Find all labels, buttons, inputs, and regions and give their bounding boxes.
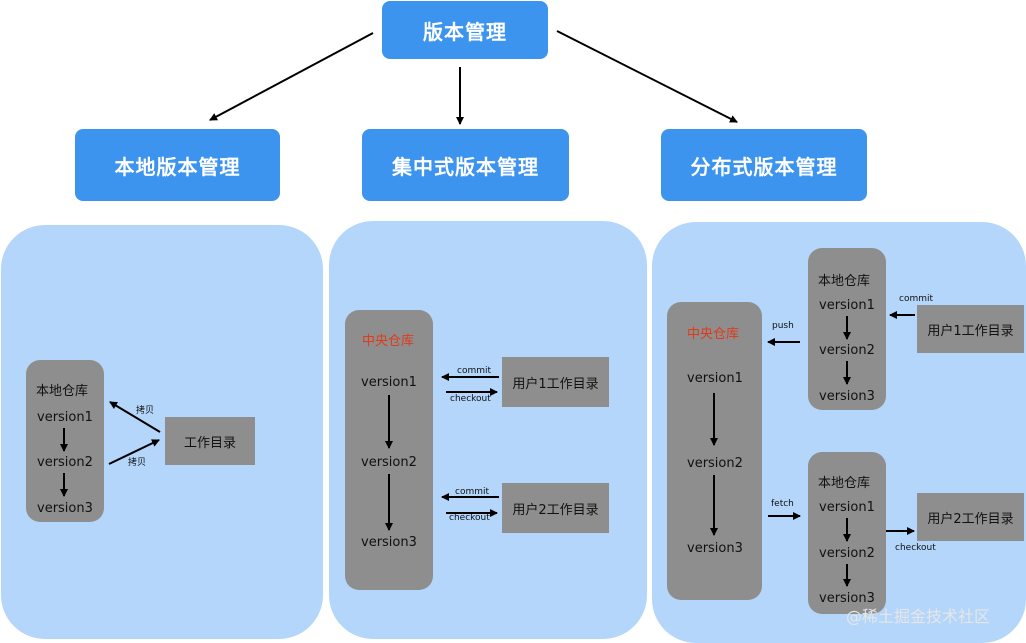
dist-central-version-3: version3 [687,541,743,556]
central-version-1: version1 [361,375,417,390]
dist-local-repo-2-title: 本地仓库 [818,476,871,491]
version-control-label: 版本管理 [423,19,507,44]
version-control-node: 版本管理 [382,1,548,59]
local-version-1: version1 [37,410,93,425]
arrow-top-to-local [209,32,374,121]
central-vcs-label: 集中式版本管理 [392,154,539,179]
dist-local1-version-1: version1 [819,298,875,313]
local-repo-title: 本地仓库 [36,384,89,399]
central-user1-box: 用户1工作目录 [502,357,609,407]
copy-label-bottom: 拷贝 [128,458,147,468]
dist-local1-version-3: version3 [819,389,875,404]
central-repo-box [345,310,433,590]
local-workdir-box: 工作目录 [165,417,255,465]
dist-user2-box: 用户2工作目录 [917,493,1024,541]
arrow-copy-to-repo [109,401,161,433]
local-vcs-node: 本地版本管理 [75,129,280,201]
local-workdir-label: 工作目录 [183,435,236,451]
dist-fetch-label: fetch [771,499,794,509]
local-version-2: version2 [37,455,93,470]
dist-central-version-2: version2 [687,456,743,471]
central-version-2: version2 [361,455,417,470]
distributed-vcs-label: 分布式版本管理 [690,154,838,179]
dist-central-title: 中央仓库 [687,327,740,342]
dist-user1-label: 用户1工作目录 [927,323,1014,339]
local-version-3: version3 [37,501,93,516]
central-checkout-1: checkout [450,394,491,404]
arrow-top-to-distributed [556,30,738,123]
arrow-copy-to-workdir [108,439,160,465]
central-commit-2: commit [455,487,490,497]
dist-user1-box: 用户1工作目录 [917,305,1024,353]
central-commit-1: commit [457,366,492,376]
central-repo-title: 中央仓库 [362,334,415,349]
copy-label-top: 拷贝 [136,406,155,416]
dist-central-version-1: version1 [687,371,743,386]
distributed-vcs-node: 分布式版本管理 [661,129,867,201]
dist-user2-label: 用户2工作目录 [927,511,1014,527]
dist-local2-version-2: version2 [819,546,875,561]
dist-local-repo-1-title: 本地仓库 [818,274,871,289]
central-user2-label: 用户2工作目录 [512,502,599,518]
central-version-3: version3 [361,535,417,550]
central-user1-label: 用户1工作目录 [512,376,599,392]
dist-central-repo-box [667,302,762,600]
local-vcs-label: 本地版本管理 [114,154,241,179]
dist-local1-version-2: version2 [819,343,875,358]
dist-local2-version-1: version1 [819,500,875,515]
central-user2-box: 用户2工作目录 [502,483,609,533]
dist-checkout-label: checkout [895,543,936,553]
dist-push-label: push [772,321,794,331]
dist-local2-version-3: version3 [819,591,875,606]
central-vcs-node: 集中式版本管理 [362,129,569,201]
watermark-text: @稀土掘金技术社区 [846,607,991,626]
central-checkout-2: checkout [449,513,490,523]
dist-commit-label: commit [899,294,934,304]
